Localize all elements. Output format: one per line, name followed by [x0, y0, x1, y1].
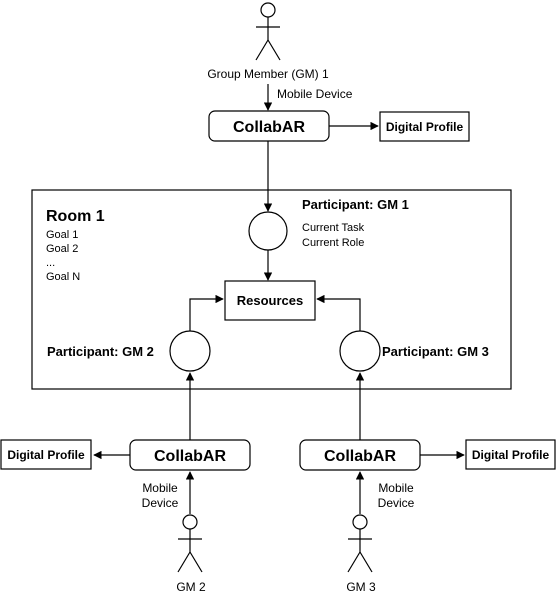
- edge-label-mobile-gm2-line1: Mobile: [142, 481, 178, 495]
- participant-gm2-node[interactable]: [169, 330, 211, 372]
- actor-gm3-label: GM 3: [346, 580, 376, 594]
- collabar-top-label: CollabAR: [233, 119, 305, 136]
- collabar-left-label: CollabAR: [154, 448, 226, 465]
- participant-gm1-node[interactable]: [248, 211, 288, 251]
- collabar-right-node[interactable]: CollabAR: [299, 439, 421, 471]
- participant-gm3-label: Participant: GM 3: [382, 344, 489, 359]
- collabar-left-node[interactable]: CollabAR: [129, 439, 251, 471]
- room-goal-n: Goal N: [46, 271, 80, 283]
- resources-label: Resources: [237, 293, 303, 308]
- digital-profile-right-label: Digital Profile: [472, 448, 550, 462]
- edge-gm2-to-resources: [189, 294, 224, 331]
- resources-node[interactable]: Resources: [224, 280, 316, 321]
- participant-gm2-label: Participant: GM 2: [47, 344, 154, 359]
- edge-label-mobile-gm2-line2: Device: [142, 496, 179, 510]
- actor-gm1-icon: [255, 2, 281, 61]
- edge-label-mobile-device-gm1: Mobile Device: [277, 87, 353, 101]
- room-goal-1: Goal 1: [46, 229, 78, 241]
- participant-gm1-role: Current Role: [302, 237, 364, 249]
- actor-gm2-icon: [177, 514, 203, 573]
- digital-profile-left-node[interactable]: Digital Profile: [0, 439, 92, 470]
- edge-label-mobile-gm3-line2: Device: [378, 496, 415, 510]
- edge-gm3-to-resources: [316, 294, 361, 331]
- collabar-top-node[interactable]: CollabAR: [208, 110, 330, 142]
- digital-profile-right-node[interactable]: Digital Profile: [465, 439, 556, 470]
- digital-profile-left-label: Digital Profile: [7, 448, 85, 462]
- participant-gm1-task: Current Task: [302, 222, 365, 234]
- digital-profile-top-node[interactable]: Digital Profile: [379, 111, 470, 142]
- room-goal-ellipsis: ...: [46, 257, 55, 269]
- actor-gm3-icon: [347, 514, 373, 573]
- collabar-right-label: CollabAR: [324, 448, 396, 465]
- digital-profile-top-label: Digital Profile: [386, 120, 464, 134]
- room-container: [31, 189, 512, 390]
- room-title: Room 1: [46, 208, 105, 225]
- participant-gm1-label: Participant: GM 1: [302, 197, 409, 212]
- participant-gm3-node[interactable]: [339, 330, 381, 372]
- edge-label-mobile-gm3-line1: Mobile: [378, 481, 414, 495]
- actor-gm1-label: Group Member (GM) 1: [207, 67, 329, 81]
- actor-gm2-label: GM 2: [176, 580, 206, 594]
- room-goal-2: Goal 2: [46, 243, 78, 255]
